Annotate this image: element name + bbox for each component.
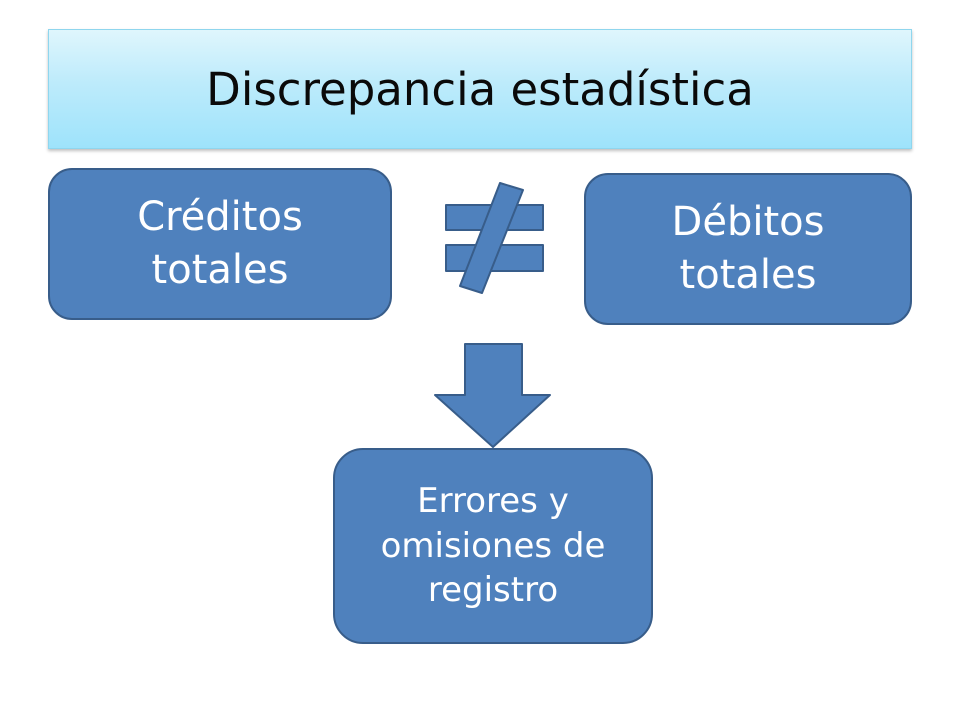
errores-omisiones-box: Errores y omisiones de registro bbox=[333, 448, 653, 644]
debitos-label-line-2: totales bbox=[679, 252, 817, 298]
creditos-label-line-1: Créditos bbox=[137, 194, 303, 241]
creditos-label: Créditos totales bbox=[137, 191, 303, 297]
debitos-totales-box: Débitos totales bbox=[584, 173, 912, 325]
errores-label-line-2: omisiones de bbox=[380, 525, 606, 566]
errores-label: Errores y omisiones de registro bbox=[381, 479, 606, 614]
debitos-label-line-1: Débitos bbox=[671, 199, 825, 246]
errores-label-line-1: Errores y bbox=[417, 480, 569, 521]
creditos-totales-box: Créditos totales bbox=[48, 168, 392, 320]
slide-title: Discrepancia estadística bbox=[206, 62, 754, 116]
arrow-down-shape bbox=[434, 343, 551, 448]
not-equal-slash bbox=[459, 182, 524, 294]
title-box: Discrepancia estadística bbox=[48, 29, 912, 149]
debitos-label: Débitos totales bbox=[672, 196, 825, 302]
errores-label-line-3: registro bbox=[427, 570, 559, 611]
creditos-label-line-2: totales bbox=[151, 247, 289, 293]
